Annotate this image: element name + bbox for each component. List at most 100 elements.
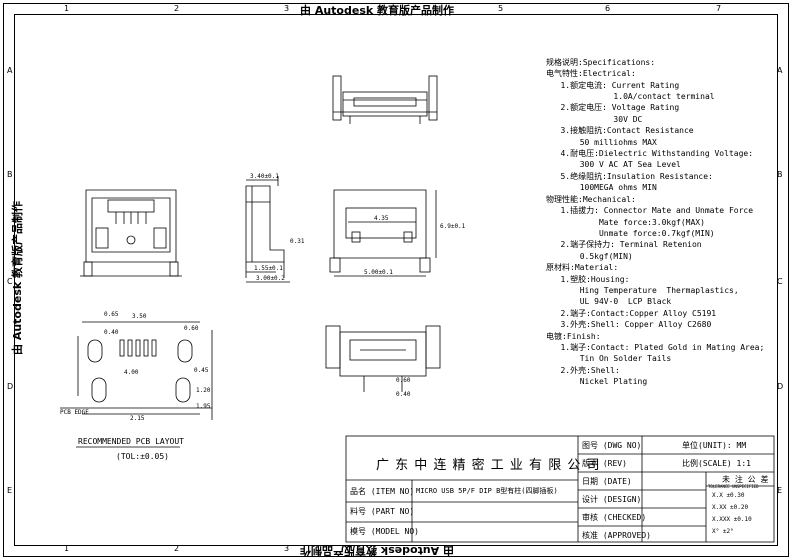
spec-line: 3.接触阻抗:Contact Resistance [546,126,694,136]
zone-col-3: 3 [284,4,290,13]
spec-line: 规格说明:Specifications: [546,57,656,67]
front-view-right [329,189,437,277]
dim-pcb-h: 1.20 [196,387,211,394]
tolerance-subtitle: TOLERANCE UNSPECIFIED [708,484,759,489]
drawing-frame [14,14,778,546]
zone-col-7: 7 [716,4,722,13]
zone-row-b: B [7,170,13,179]
dim-side-b: 1.55±0.1 [254,265,283,272]
pcb-layout-tol: (TOL:±0.05) [116,452,169,461]
dim-side-a: 0.31 [290,238,305,245]
dim-pcb-b: 3.50 [132,313,147,320]
pcb-layout-title: RECOMMENDED PCB LAYOUT [78,437,184,446]
zone-row-e-r: E [777,486,783,495]
zone-row-e: E [7,486,13,495]
dim-side-top: 3.40±0.1 [250,173,279,180]
zone-col-3-b: 3 [284,544,290,553]
zone-row-a: A [7,66,13,75]
zone-row-b-r: B [777,170,783,179]
spec-line: 3.外壳:Shell: Copper Alloy C2680 [546,320,712,330]
dim-pcb-e: 2.15 [130,415,145,422]
dim-pcb-c: 0.40 [104,329,119,336]
scale-label: 比例(SCALE) 1:1 [682,459,751,468]
dim-pcb-d: 4.00 [124,369,139,376]
dim-bot-a: 0.60 [396,377,411,384]
spec-line: 物理性能:Mechanical: [546,194,636,204]
spec-line: 1.插拔力: Connector Mate and Unmate Force [546,206,754,216]
zone-row-c-r: C [777,277,783,286]
title-block: 广 东 中 连 精 密 工 业 有 限 公 司 品名 (ITEM NO) MIC… [346,436,774,542]
side-view [245,176,290,283]
tolerance-row: X.XXX ±0.10 [712,516,752,523]
outer-border [3,3,789,557]
zone-row-d-r: D [777,382,784,391]
zone-row-d: D [7,382,14,391]
item-no-label: 品名 (ITEM NO) [350,487,415,496]
spec-line: 0.5kgf(MIN) [546,251,633,261]
unit-label: 单位(UNIT): MM [682,441,747,450]
bottom-view [325,325,441,392]
spec-line: 2.端子:Contact:Copper Alloy C5191 [546,308,717,318]
zone-col-1: 1 [64,4,70,13]
spec-line: 电镀:Finish: [546,331,601,341]
spec-list: 规格说明:Specifications: 电气特性:Electrical: 1.额… [546,34,764,399]
title-block-grid [345,435,775,543]
dim-pcb-g: 0.45 [194,367,209,374]
spec-line: Hing Temperature Thermaplastics, [546,285,739,295]
zone-col-6: 6 [605,4,611,13]
dim-side-c: 3.00±0.2 [256,275,285,282]
spec-line: 2.额定电压: Voltage Rating [546,103,680,113]
spec-line: 1.塑胶:Housing: [546,274,630,284]
spec-line: UL 94V-0 LCP Black [546,297,672,307]
dim-front-in: 4.35 [374,215,389,222]
date-label: 日期 (DATE) [582,477,632,486]
spec-line: 原材料:Material: [546,263,619,273]
tolerance-row: X.X ±0.30 [712,492,745,499]
dim-front-h: 6.9±0.1 [440,223,466,230]
spec-line: 1.0A/contact terminal [546,92,715,102]
model-no-label: 模号 (MODEL NO) [350,527,419,536]
approved-label: 核准 (APPROVED) [582,531,651,540]
spec-line: 电气特性:Electrical: [546,69,636,79]
dim-pcb-i: 1.95 [196,403,211,410]
zone-row-a-r: A [777,66,783,75]
dim-pcb-f: 0.60 [184,325,199,332]
dim-pcb-edge: PCB EDGE [60,409,89,416]
zone-col-5: 5 [498,4,504,13]
zone-col-1-b: 1 [64,544,70,553]
spec-line: 50 milliohms MAX [546,137,657,147]
spec-line: 1.额定电流: Current Rating [546,80,680,90]
spec-line: 5.绝缘阻抗:Insulation Resistance: [546,171,713,181]
spec-line: 1.端子:Contact: Plated Gold in Mating Area… [546,342,765,352]
dim-pcb-a: 0.65 [104,311,119,318]
part-no-label: 料号 (PART NO) [350,507,415,516]
dwg-no-label: 图号 (DWG NO) [582,441,642,450]
watermark-top: 由 Autodesk 教育版产品制作 [300,4,455,17]
item-no-value: MICRO USB 5P/F DIP B型有柱(四脚插板) [416,487,558,495]
spec-line: 300 V AC AT Sea Level [546,160,681,170]
spec-line: 4.耐电压:Dielectric Withstanding Voltage: [546,149,754,159]
tolerance-title: 未 注 公 差 [722,475,769,484]
checked-label: 审核 (CHECKED) [582,513,647,522]
spec-line: 2.外壳:Shell: [546,365,620,375]
design-label: 设计 (DESIGN) [582,495,642,504]
rev-label: 版本 (REV) [582,459,627,468]
dim-front-out: 5.00±0.1 [364,269,393,276]
zone-col-2: 2 [174,4,180,13]
spec-line: 2.端子保持力: Terminal Retenion [546,240,702,250]
zone-col-2-b: 2 [174,544,180,553]
spec-line: Unmate force:0.7kgf(MIN) [546,228,715,238]
front-view-left [80,189,182,277]
tolerance-row: X° ±2° [712,528,734,535]
spec-line: Mate force:3.0kgf(MAX) [546,217,705,227]
dim-bot-b: 0.40 [396,391,411,398]
spec-line: 30V DC [546,114,643,124]
top-view [332,75,438,124]
spec-line: 100MEGA ohms MIN [546,183,657,193]
spec-line: Tin On Solder Tails [546,354,672,364]
tolerance-row: X.XX ±0.20 [712,504,749,511]
company-name: 广 东 中 连 精 密 工 业 有 限 公 司 [376,458,601,473]
pcb-layout [60,321,213,420]
zone-row-c: C [7,277,13,286]
